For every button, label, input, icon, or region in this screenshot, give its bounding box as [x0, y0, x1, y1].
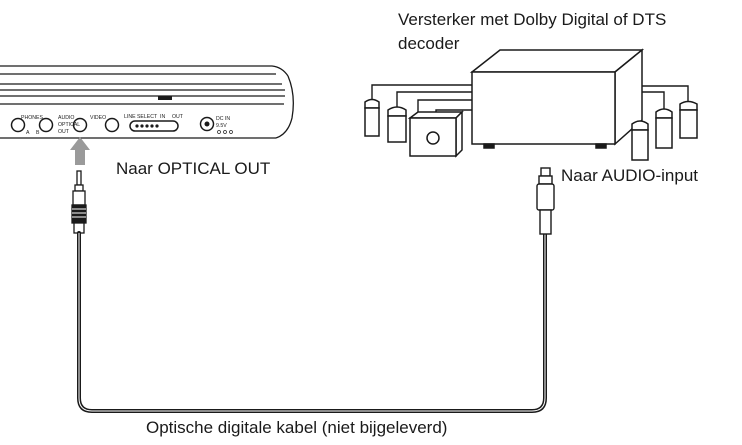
dc-in-label: DC IN: [216, 116, 230, 122]
cable-label: Optische digitale kabel (niet bijgelever…: [146, 418, 448, 437]
front-panel: PHONES A B AUDIO OPTICAL OUT VIDEO LINE …: [10, 114, 233, 136]
optical-label: OPTICAL: [58, 122, 80, 128]
out-label: OUT: [58, 129, 70, 135]
video-label: VIDEO: [90, 115, 106, 121]
optical-out-label: Naar OPTICAL OUT: [116, 159, 271, 178]
phones-a-jack: [10, 117, 26, 133]
right-optical-plug: [536, 167, 555, 235]
jack-a-label: A: [26, 130, 30, 136]
in-label: IN: [160, 114, 165, 120]
jack-b-label: B: [36, 130, 40, 136]
up-arrow-icon: [70, 137, 90, 165]
video-jack: [104, 117, 120, 133]
optical-cable: [77, 231, 547, 413]
polarity-icon: [217, 130, 233, 134]
line-select-label: LINE SELECT: [124, 114, 158, 120]
audio-label: AUDIO: [58, 115, 74, 121]
voltage-label: 9.5V: [216, 123, 227, 129]
phones-label: PHONES: [21, 115, 43, 121]
amplifier-unit: [364, 48, 698, 161]
switch-dots-icon: [135, 124, 159, 128]
line-select-switch: [129, 120, 179, 132]
out2-label: OUT: [172, 114, 184, 120]
left-optical-plug: [71, 170, 87, 234]
portable-dvd-player: [0, 65, 294, 139]
amplifier-label: Versterker met Dolby Digital of DTS deco…: [398, 10, 667, 53]
phones-b-jack: [38, 117, 54, 133]
audio-input-label: Naar AUDIO-input: [561, 166, 698, 185]
audio-optical-out-jack: [72, 117, 88, 133]
dc-in-jack-center: [204, 121, 210, 127]
